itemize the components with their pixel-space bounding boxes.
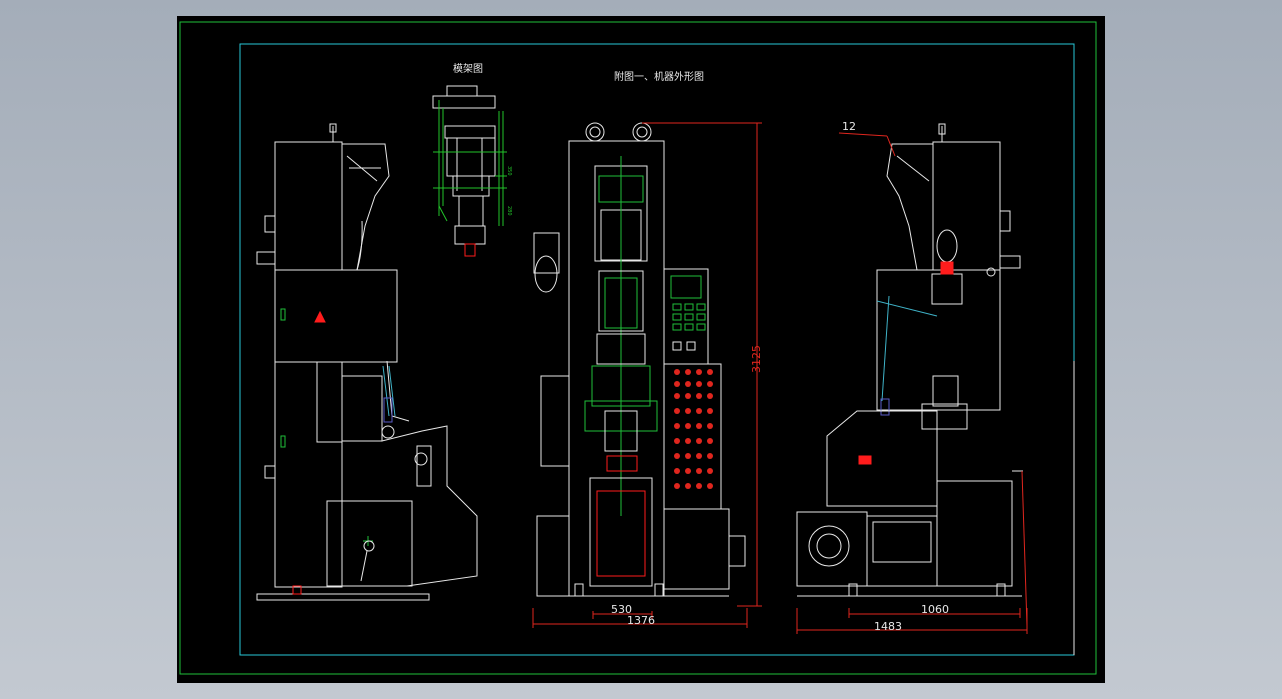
callout-12 xyxy=(838,132,896,157)
cad-drawing: 附图一、机器外形图 模架图 xyxy=(179,21,1097,675)
detail-dim-a: 350 xyxy=(506,166,512,176)
inner-frame xyxy=(239,43,1075,656)
part-label-12: 12 xyxy=(842,120,856,133)
drawing-title: 附图一、机器外形图 xyxy=(614,70,704,83)
front-dimensions xyxy=(532,122,762,628)
front-view xyxy=(533,122,746,597)
mold-frame-detail: 350 280 xyxy=(432,85,512,257)
dim-width-side-inner: 1060 xyxy=(921,603,949,616)
dim-width-front-inner: 530 xyxy=(611,603,632,616)
right-side-view xyxy=(796,123,1023,597)
dim-height-front: 3125 xyxy=(750,345,763,373)
control-panel xyxy=(672,303,706,351)
left-side-view xyxy=(256,123,478,601)
detail-title: 模架图 xyxy=(453,63,483,75)
cad-viewport[interactable]: 附图一、机器外形图 模架图 xyxy=(177,16,1105,683)
indicator-grid xyxy=(674,369,713,489)
side-dimensions xyxy=(796,470,1028,634)
detail-dim-b: 280 xyxy=(506,206,512,216)
outer-frame xyxy=(179,21,1097,675)
dim-width-front-total: 1376 xyxy=(627,614,655,627)
dim-width-side-total: 1483 xyxy=(874,620,902,633)
